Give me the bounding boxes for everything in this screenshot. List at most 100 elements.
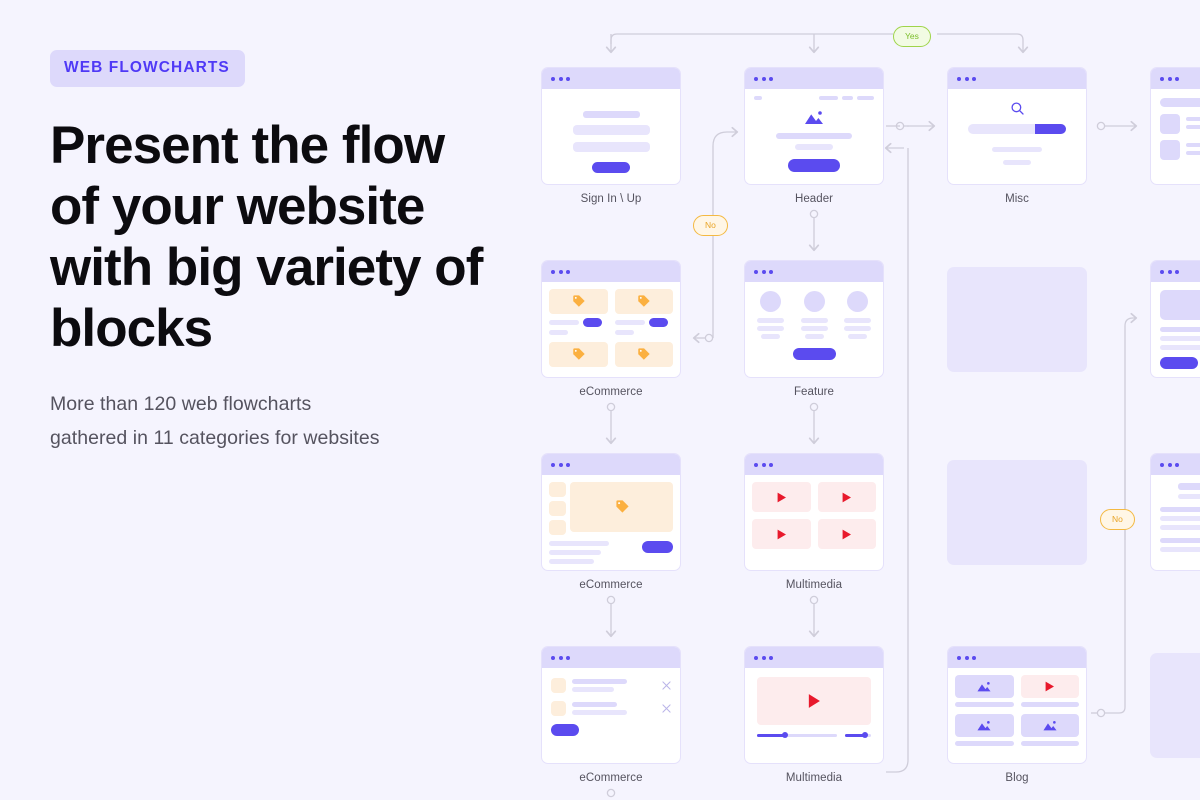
cta-button[interactable] bbox=[788, 159, 840, 172]
browser-frame bbox=[947, 67, 1087, 185]
video-thumbnail[interactable] bbox=[817, 482, 876, 512]
hero-block bbox=[754, 110, 874, 172]
cart-row[interactable] bbox=[551, 701, 671, 716]
cart-row[interactable] bbox=[551, 678, 671, 693]
page-subtitle: More than 120 web flowcharts gathered in… bbox=[50, 387, 490, 455]
node-sign-in-up[interactable]: Sign In \ Up bbox=[541, 67, 681, 205]
checkout-button[interactable] bbox=[551, 724, 579, 736]
window-dots-icon bbox=[542, 68, 680, 89]
email-field[interactable] bbox=[572, 124, 650, 135]
product-card[interactable] bbox=[549, 289, 608, 335]
wire-rail-right bbox=[937, 33, 1023, 52]
play-icon[interactable] bbox=[805, 692, 823, 710]
close-icon[interactable] bbox=[662, 681, 671, 690]
list-item[interactable] bbox=[1160, 140, 1200, 160]
password-field[interactable] bbox=[572, 141, 650, 152]
hero-section: WEB FLOWCHARTS Present the flow of your … bbox=[50, 50, 490, 455]
nav-links[interactable] bbox=[819, 96, 874, 100]
wire-knob-misc-right bbox=[1096, 121, 1106, 131]
buy-button[interactable] bbox=[648, 318, 668, 327]
node-multimedia-player[interactable]: Multimedia bbox=[744, 646, 884, 784]
window-dots-icon bbox=[745, 647, 883, 668]
wire-knob-shop-3 bbox=[606, 788, 616, 798]
signin-form bbox=[542, 89, 680, 184]
node-ecommerce-cart[interactable]: eCommerce bbox=[541, 646, 681, 784]
blog-card[interactable] bbox=[1020, 714, 1079, 746]
node-label: eCommerce bbox=[579, 579, 643, 591]
wire-signin-branch bbox=[712, 132, 737, 338]
wire-return-long bbox=[886, 148, 909, 773]
node-label: Multimedia bbox=[785, 772, 843, 784]
search-button[interactable] bbox=[1035, 124, 1066, 134]
cart-layout bbox=[542, 668, 680, 763]
close-icon[interactable] bbox=[662, 704, 671, 713]
image-placeholder-icon bbox=[805, 111, 823, 124]
window-dots-icon bbox=[542, 261, 680, 282]
decision-chip-no-right[interactable]: No bbox=[1100, 509, 1135, 530]
submit-button[interactable] bbox=[592, 161, 630, 173]
video-thumbnail[interactable] bbox=[817, 519, 876, 549]
volume-handle[interactable] bbox=[862, 732, 869, 738]
product-grid bbox=[542, 282, 680, 377]
page-title: Present the flow of your website with bi… bbox=[50, 116, 483, 358]
article-button[interactable] bbox=[1160, 357, 1198, 369]
feature-item bbox=[842, 291, 873, 339]
progress-handle[interactable] bbox=[781, 732, 788, 738]
decision-chip-no-left[interactable]: No bbox=[693, 215, 728, 236]
image-placeholder-icon bbox=[1043, 720, 1057, 730]
product-card[interactable] bbox=[549, 342, 608, 367]
hero-title bbox=[776, 133, 852, 139]
node-feature[interactable]: Feature bbox=[744, 260, 884, 398]
buy-button[interactable] bbox=[583, 318, 602, 327]
site-nav[interactable] bbox=[754, 96, 874, 100]
node-header[interactable]: Header bbox=[744, 67, 884, 205]
wire-knob-feature-video bbox=[809, 402, 819, 412]
node-ecommerce-grid[interactable]: eCommerce bbox=[541, 260, 681, 398]
progress-slider[interactable] bbox=[757, 732, 837, 738]
placeholder-block bbox=[947, 460, 1087, 565]
feature-columns bbox=[745, 282, 883, 377]
feature-cta-button[interactable] bbox=[792, 348, 836, 360]
node-edge-article[interactable] bbox=[1150, 260, 1200, 378]
node-blog[interactable]: Blog bbox=[947, 646, 1087, 784]
browser-frame bbox=[1150, 67, 1200, 185]
blog-card[interactable] bbox=[955, 714, 1014, 746]
list-item[interactable] bbox=[1160, 114, 1200, 134]
node-ecommerce-detail[interactable]: eCommerce bbox=[541, 453, 681, 591]
blog-card[interactable] bbox=[955, 675, 1014, 707]
thumbnail-strip[interactable] bbox=[549, 482, 566, 535]
window-dots-icon bbox=[745, 68, 883, 89]
wire-knob-shop-2 bbox=[606, 595, 616, 605]
subtitle-line-2: gathered in 11 categories for websites bbox=[50, 427, 380, 449]
wire-knob-video bbox=[809, 595, 819, 605]
browser-frame bbox=[541, 646, 681, 764]
video-thumbnail[interactable] bbox=[752, 519, 811, 549]
node-misc[interactable]: Misc bbox=[947, 67, 1087, 205]
product-card[interactable] bbox=[614, 289, 673, 335]
list-search[interactable] bbox=[1160, 98, 1200, 107]
tag-icon bbox=[615, 500, 629, 513]
node-edge-text[interactable] bbox=[1150, 453, 1200, 571]
header-layout bbox=[745, 89, 883, 184]
video-stage[interactable] bbox=[757, 677, 871, 725]
node-edge-list[interactable] bbox=[1150, 67, 1200, 185]
volume-slider[interactable] bbox=[845, 732, 871, 738]
placeholder-block bbox=[1150, 653, 1200, 758]
result-line-2 bbox=[1003, 160, 1031, 165]
decision-chip-yes[interactable]: Yes bbox=[893, 26, 931, 47]
window-dots-icon bbox=[948, 647, 1086, 668]
tag-icon bbox=[638, 348, 650, 360]
video-thumbnail[interactable] bbox=[752, 482, 811, 512]
tag-icon bbox=[573, 295, 585, 307]
blog-card[interactable] bbox=[1020, 675, 1079, 707]
search-input[interactable] bbox=[968, 124, 1066, 134]
image-placeholder-icon bbox=[977, 720, 991, 730]
add-to-cart-button[interactable] bbox=[642, 541, 673, 553]
window-dots-icon bbox=[1151, 261, 1200, 282]
player-controls[interactable] bbox=[757, 732, 871, 738]
browser-frame bbox=[541, 453, 681, 571]
product-card[interactable] bbox=[614, 342, 673, 367]
node-multimedia-grid[interactable]: Multimedia bbox=[744, 453, 884, 591]
node-blank-a bbox=[947, 267, 1087, 372]
window-dots-icon bbox=[745, 261, 883, 282]
